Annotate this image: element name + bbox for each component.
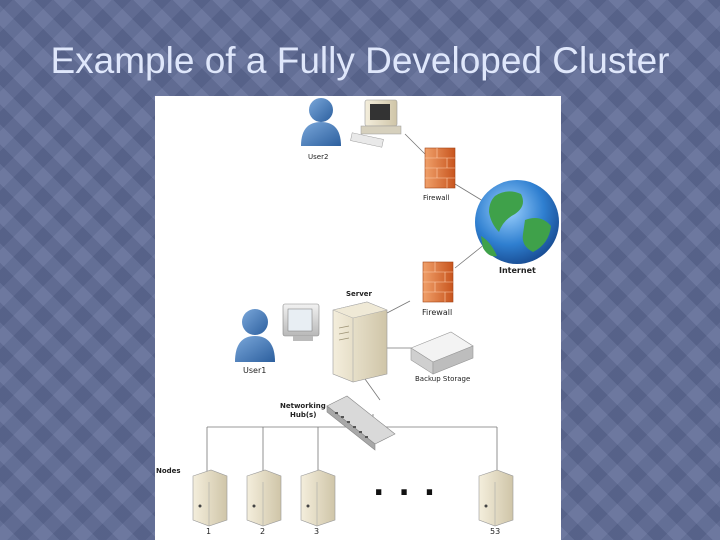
node-server-3-icon bbox=[300, 469, 336, 527]
nodes-label: Nodes bbox=[156, 467, 181, 475]
node-server-1-icon bbox=[192, 469, 228, 527]
networking-hub-icon bbox=[326, 395, 396, 451]
user2-label: User2 bbox=[308, 153, 329, 161]
firewall-top-label: Firewall bbox=[423, 194, 450, 202]
slide-title: Example of a Fully Developed Cluster bbox=[50, 40, 670, 81]
user1-person-icon bbox=[235, 309, 275, 362]
hub-label-line1: Networking bbox=[280, 402, 326, 410]
node-number-53: 53 bbox=[490, 527, 501, 536]
backup-storage-label: Backup Storage bbox=[415, 375, 471, 383]
diagram-graphics bbox=[192, 98, 559, 527]
user1-monitor-icon bbox=[282, 303, 320, 341]
server-tower-icon bbox=[332, 301, 388, 383]
node-number-2: 2 bbox=[260, 527, 266, 536]
cluster-diagram: User2 Firewall Internet Server Firewall … bbox=[155, 96, 561, 540]
internet-globe-icon bbox=[475, 180, 559, 264]
firewall-bottom-label: Firewall bbox=[422, 308, 453, 317]
node-number-3: 3 bbox=[314, 527, 320, 536]
ellipsis: ... bbox=[373, 468, 450, 503]
backup-storage-icon bbox=[410, 331, 474, 375]
internet-label: Internet bbox=[499, 266, 536, 275]
firewall-top-icon bbox=[424, 147, 456, 189]
firewall-bottom-icon bbox=[422, 261, 454, 303]
node-server-2-icon bbox=[246, 469, 282, 527]
node-server-53-icon bbox=[478, 469, 514, 527]
server-label: Server bbox=[346, 290, 373, 298]
user1-label: User1 bbox=[243, 366, 267, 375]
user2-person-icon bbox=[301, 98, 341, 146]
node-number-1: 1 bbox=[206, 527, 212, 536]
user2-computer-icon bbox=[350, 99, 402, 148]
hub-label-line2: Hub(s) bbox=[290, 411, 317, 419]
